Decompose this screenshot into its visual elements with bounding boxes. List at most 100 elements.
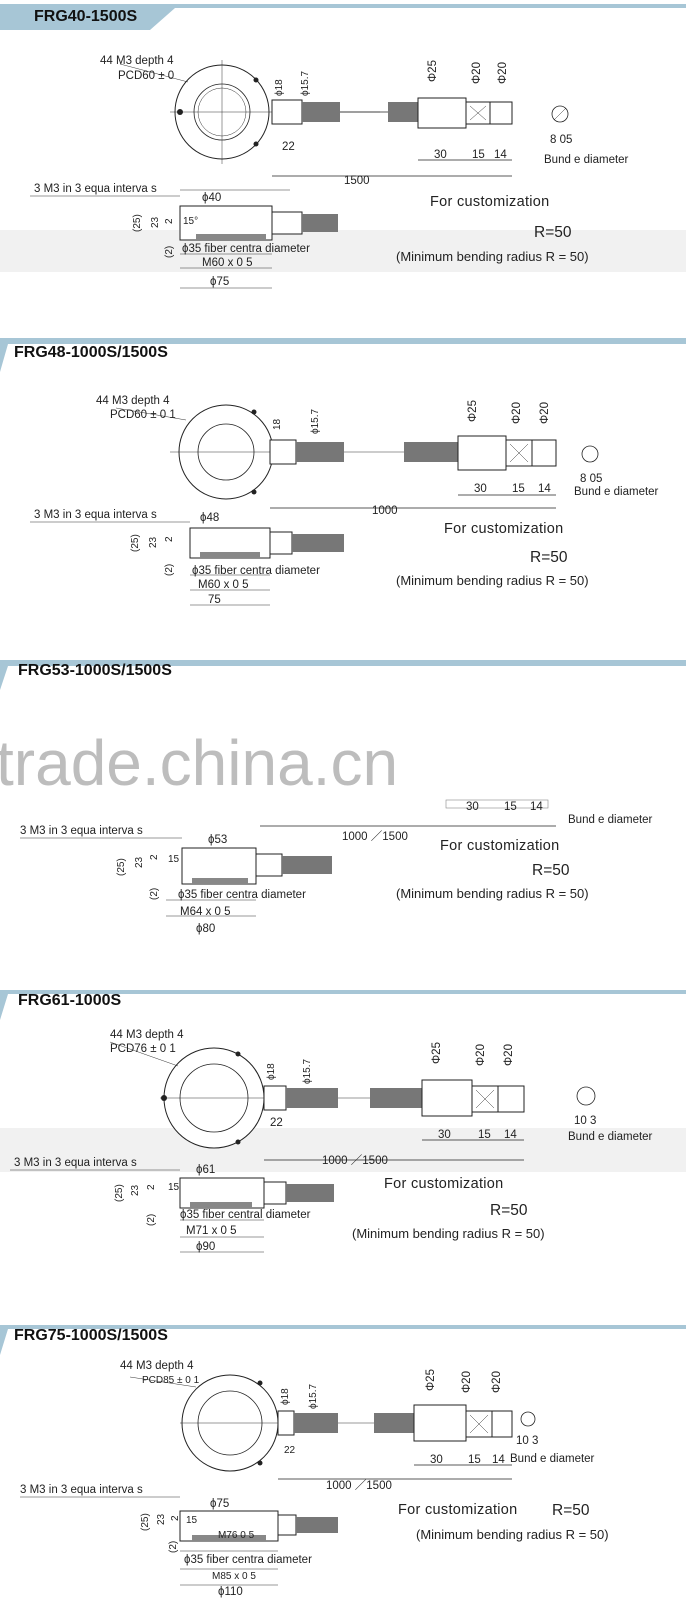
cable-d-main: Φ25 [431, 1042, 443, 1064]
side-thread: M71 x 0 5 [186, 1225, 237, 1237]
cable-d-main: Φ25 [425, 1369, 437, 1391]
note-min-radius: (Minimum bending radius R = 50) [396, 573, 589, 588]
side-h-inner: 23 [156, 1513, 167, 1525]
drawing-frg53: trade.china.cn 30 15 14 Bund e diameter … [0, 660, 686, 935]
side-h-bottom: (2) [164, 564, 175, 576]
side-fiber: ϕ35 fiber centra diameter [182, 243, 310, 255]
bundle-circle [520, 1411, 536, 1427]
side-h-small: 2 [164, 536, 175, 542]
neck-len: 22 [284, 1445, 296, 1456]
side-angle: 15 [186, 1515, 198, 1526]
side-h-small: 2 [146, 1184, 157, 1190]
side-d-bottom: 75 [208, 594, 221, 606]
neck-d1: ϕ18 [274, 79, 285, 96]
side-fiber: ϕ35 fiber central diameter [180, 1209, 311, 1221]
side-thread: M85 x 0 5 [212, 1571, 256, 1582]
bundle-value: 8 05 [580, 473, 602, 485]
note-radius: R=50 [532, 862, 570, 879]
side-thread: M64 x 0 5 [180, 906, 231, 918]
neck-d1: ϕ18 [266, 1063, 277, 1080]
watermark-text: trade.china.cn [0, 727, 398, 799]
watermark-band [0, 230, 686, 272]
header-bar [0, 990, 686, 1020]
note-custom: For customization [444, 521, 564, 537]
note-custom: For customization [430, 194, 550, 210]
bundle-value: 8 05 [550, 134, 572, 146]
side-d-bottom: ϕ110 [218, 1586, 243, 1598]
side-h-small: 2 [164, 218, 175, 224]
connector-body [413, 1404, 467, 1442]
side-h-bottom: (2) [146, 1214, 157, 1226]
drawing-frg75: 44 M3 depth 4 PCD85 ± 0 1 ϕ18 ϕ15.7 22 Φ… [0, 1325, 686, 1598]
neck-d2: ϕ15.7 [302, 1058, 313, 1084]
len-a: 30 [434, 149, 447, 161]
cable-d-b: Φ20 [491, 1371, 503, 1393]
side-thread-upper: M76 0 5 [218, 1530, 255, 1541]
side-h-outer: (25) [130, 534, 141, 552]
note-custom: For customization [440, 838, 560, 854]
cable-d-main: Φ25 [427, 60, 439, 82]
side-angle: 15 [168, 854, 180, 865]
len-a: 30 [430, 1454, 443, 1466]
cable-d-main: Φ25 [467, 400, 479, 422]
label-holes: 44 M3 depth 4 [96, 395, 170, 407]
side-h-bottom: (2) [164, 246, 175, 258]
total-length: 1000 [372, 505, 398, 517]
len-b: 15 [468, 1454, 481, 1466]
bundle-circle [576, 1086, 596, 1106]
side-h-outer: (25) [116, 858, 127, 876]
side-d-bottom: ϕ90 [196, 1241, 215, 1253]
len-c: 14 [492, 1454, 505, 1466]
note-min-radius: (Minimum bending radius R = 50) [396, 249, 589, 264]
label-holes: 44 M3 depth 4 [110, 1029, 184, 1041]
label-pcd: PCD60 ± 0 1 [110, 409, 176, 421]
side-h-inner: 23 [148, 536, 159, 548]
connector-body [457, 435, 507, 471]
side-d-top: ϕ53 [208, 834, 227, 846]
note-custom: For customization [384, 1176, 504, 1192]
side-thread: M60 x 0 5 [202, 257, 253, 269]
side-holes: 3 M3 in 3 equa interva s [14, 1157, 137, 1169]
len-b: 15 [478, 1129, 491, 1141]
side-fiber: ϕ35 fiber centra diameter [184, 1554, 312, 1566]
side-d-bottom: ϕ80 [196, 923, 215, 935]
bundle-label: Bund e diameter [568, 814, 653, 826]
side-h-outer: (25) [114, 1184, 125, 1202]
bundle-label: Bund e diameter [510, 1453, 595, 1465]
bundle-label: Bund e diameter [574, 486, 659, 498]
drawing-frg48: 44 M3 depth 4 PCD60 ± 0 1 18 ϕ15.7 Φ25 Φ… [0, 338, 686, 606]
len-c: 14 [530, 801, 543, 813]
note-min-radius: (Minimum bending radius R = 50) [352, 1226, 545, 1241]
note-radius: R=50 [552, 1502, 590, 1519]
bundle-value: 10 3 [516, 1435, 538, 1447]
side-fiber: ϕ35 fiber centra diameter [178, 889, 306, 901]
len-a: 30 [474, 483, 487, 495]
len-c: 14 [504, 1129, 517, 1141]
len-b: 15 [472, 149, 485, 161]
title-frg61: FRG61-1000S [18, 992, 122, 1009]
label-pcd: PCD76 ± 0 1 [110, 1043, 176, 1055]
cable-d-a: Φ20 [511, 402, 523, 424]
side-h-small: 2 [170, 1515, 181, 1521]
side-d-bottom: ϕ75 [210, 276, 229, 288]
header-bar [0, 1325, 686, 1355]
len-a: 30 [438, 1129, 451, 1141]
neck-d2: ϕ15.7 [310, 408, 321, 434]
cable-d-a: Φ20 [475, 1044, 487, 1066]
side-d-top: ϕ75 [210, 1498, 229, 1510]
section-frg61: 44 M3 depth 4 PCD76 ± 0 1 ϕ18 ϕ15.7 22 Φ… [0, 990, 686, 1300]
spiral-cable [302, 102, 418, 122]
cable-d-b: Φ20 [539, 402, 551, 424]
title-frg40: FRG40-1500S [34, 8, 138, 25]
side-h-inner: 23 [150, 216, 161, 228]
side-h-outer: (25) [140, 1513, 151, 1531]
title-frg48: FRG48-1000S/1500S [14, 344, 168, 361]
drawing-frg61: 44 M3 depth 4 PCD76 ± 0 1 ϕ18 ϕ15.7 22 Φ… [0, 990, 686, 1253]
bundle-label: Bund e diameter [544, 154, 629, 166]
header-bar [0, 4, 686, 30]
section-frg53: trade.china.cn 30 15 14 Bund e diameter … [0, 660, 686, 980]
header-bar [0, 338, 686, 372]
note-min-radius: (Minimum bending radius R = 50) [416, 1527, 609, 1542]
side-d-top: ϕ40 [202, 192, 221, 204]
note-radius: R=50 [490, 1202, 528, 1219]
